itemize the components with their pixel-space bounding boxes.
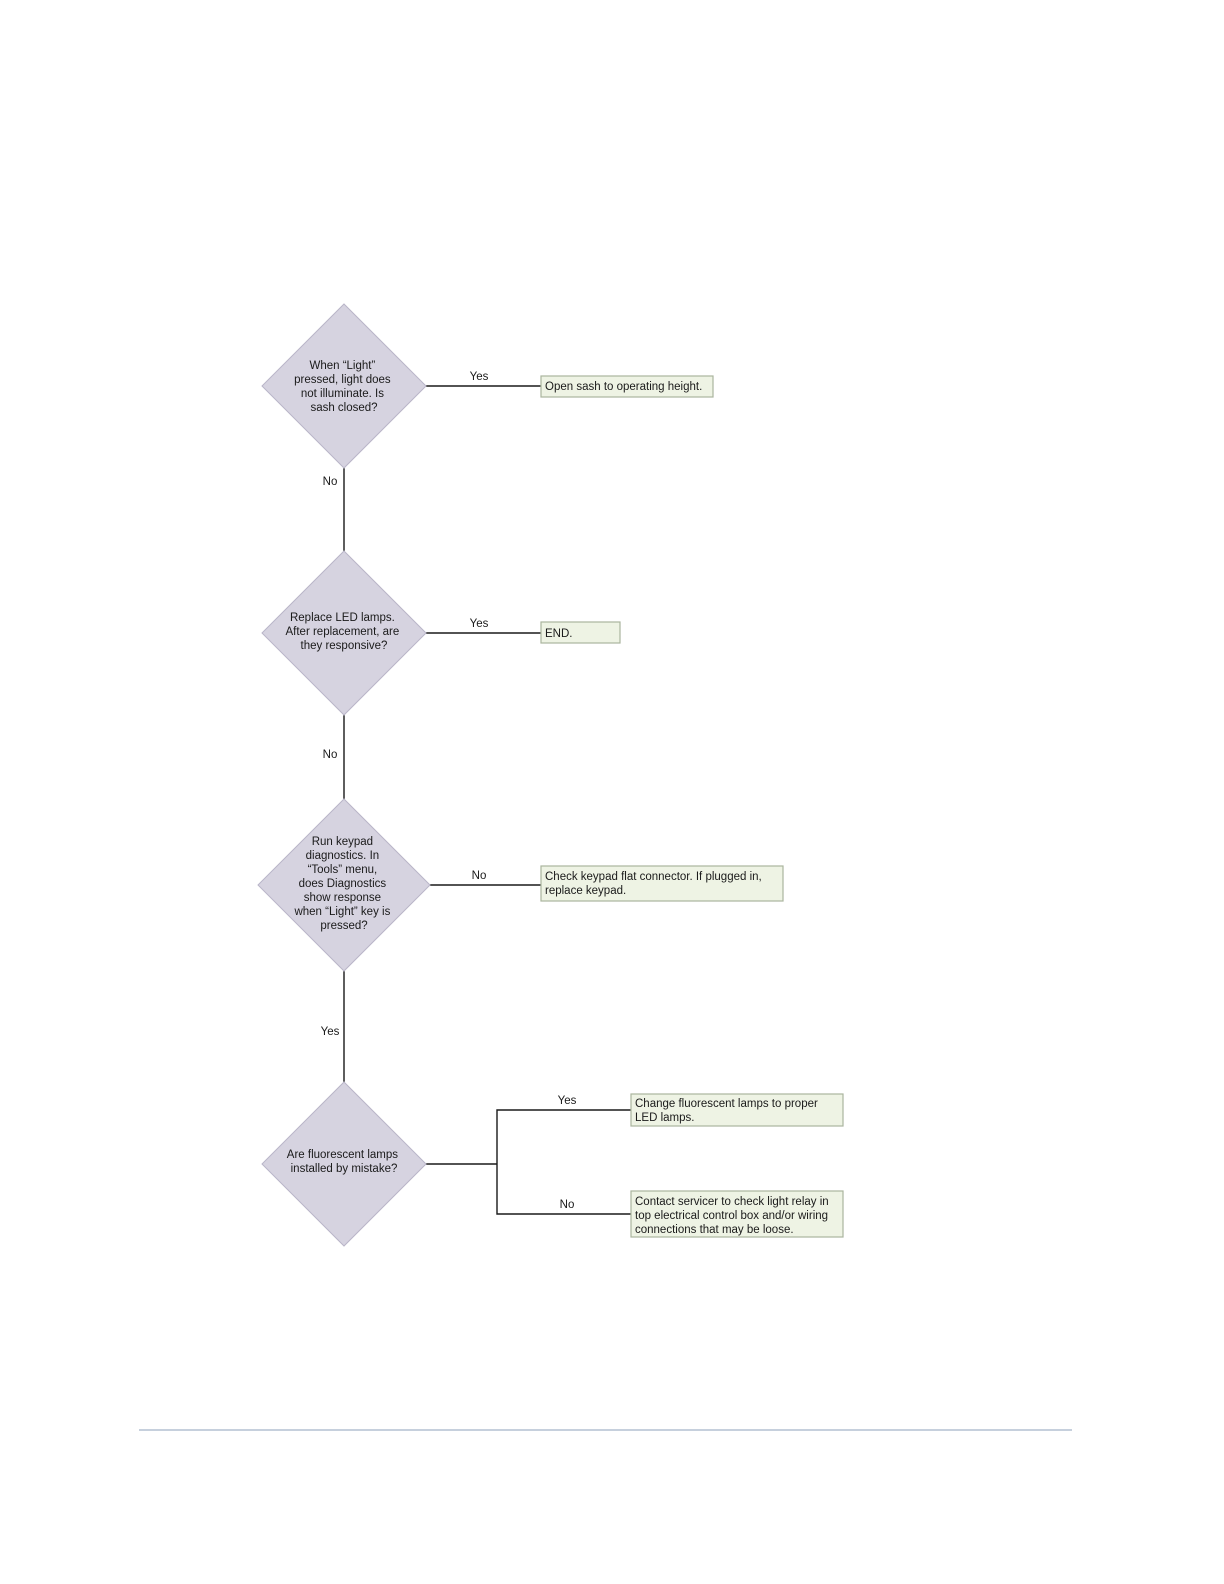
decision-2-text: Replace LED lamps. After replacement, ar… xyxy=(286,612,403,652)
outcome-3-box xyxy=(540,865,784,902)
outcome-4-text: Change fluorescent lamps to proper LED l… xyxy=(635,1098,821,1124)
decision-2: Replace LED lamps. After replacement, ar… xyxy=(261,550,427,716)
outcome-3-text: Check keypad flat connector. If plugged … xyxy=(545,871,765,897)
outcome-2-box xyxy=(540,621,621,644)
outcome-1-box xyxy=(540,375,714,398)
connector-d4-o5 xyxy=(496,1164,631,1215)
edge-label-d3-o3: No xyxy=(472,870,487,882)
decision-1-text: When “Light” pressed, light does not ill… xyxy=(294,360,394,414)
decision-1: When “Light” pressed, light does not ill… xyxy=(261,303,427,469)
decision-3: Run keypad diagnostics. In “Tools” menu,… xyxy=(257,798,431,972)
decision-2-shape xyxy=(261,550,427,716)
decision-3-shape xyxy=(257,798,431,972)
decision-4: Are fluorescent lamps installed by mista… xyxy=(261,1081,427,1247)
edge-label-d3-d4: Yes xyxy=(321,1026,340,1038)
outcome-2: END. xyxy=(540,621,621,644)
outcome-3: Check keypad flat connector. If plugged … xyxy=(540,865,784,902)
edge-label-d1-o1: Yes xyxy=(470,371,489,383)
outcome-4-box xyxy=(630,1093,844,1127)
outcome-2-text: END. xyxy=(545,628,572,640)
outcome-1-text: Open sash to operating height. xyxy=(545,381,702,393)
decision-4-text: Are fluorescent lamps installed by mista… xyxy=(287,1149,401,1175)
outcome-5: Contact servicer to check light relay in… xyxy=(630,1190,844,1238)
edge-label-d2-o2: Yes xyxy=(470,618,489,630)
edge-label-d1-d2: No xyxy=(323,476,338,488)
outcome-4: Change fluorescent lamps to proper LED l… xyxy=(630,1093,844,1127)
edge-labels: Yes No Yes No No Yes Yes No xyxy=(321,371,577,1211)
outcome-5-text: Contact servicer to check light relay in… xyxy=(635,1196,832,1236)
edge-label-d4-o5: No xyxy=(560,1199,575,1211)
outcome-1: Open sash to operating height. xyxy=(540,375,714,398)
edge-label-d2-d3: No xyxy=(323,749,338,761)
edge-label-d4-o4: Yes xyxy=(558,1095,577,1107)
decision-4-shape xyxy=(261,1081,427,1247)
decision-1-shape xyxy=(261,303,427,469)
connectors xyxy=(343,385,631,1215)
decision-3-text: Run keypad diagnostics. In “Tools” menu,… xyxy=(293,836,393,932)
outcome-5-box xyxy=(630,1190,844,1238)
connector-d4-o4 xyxy=(496,1109,631,1164)
